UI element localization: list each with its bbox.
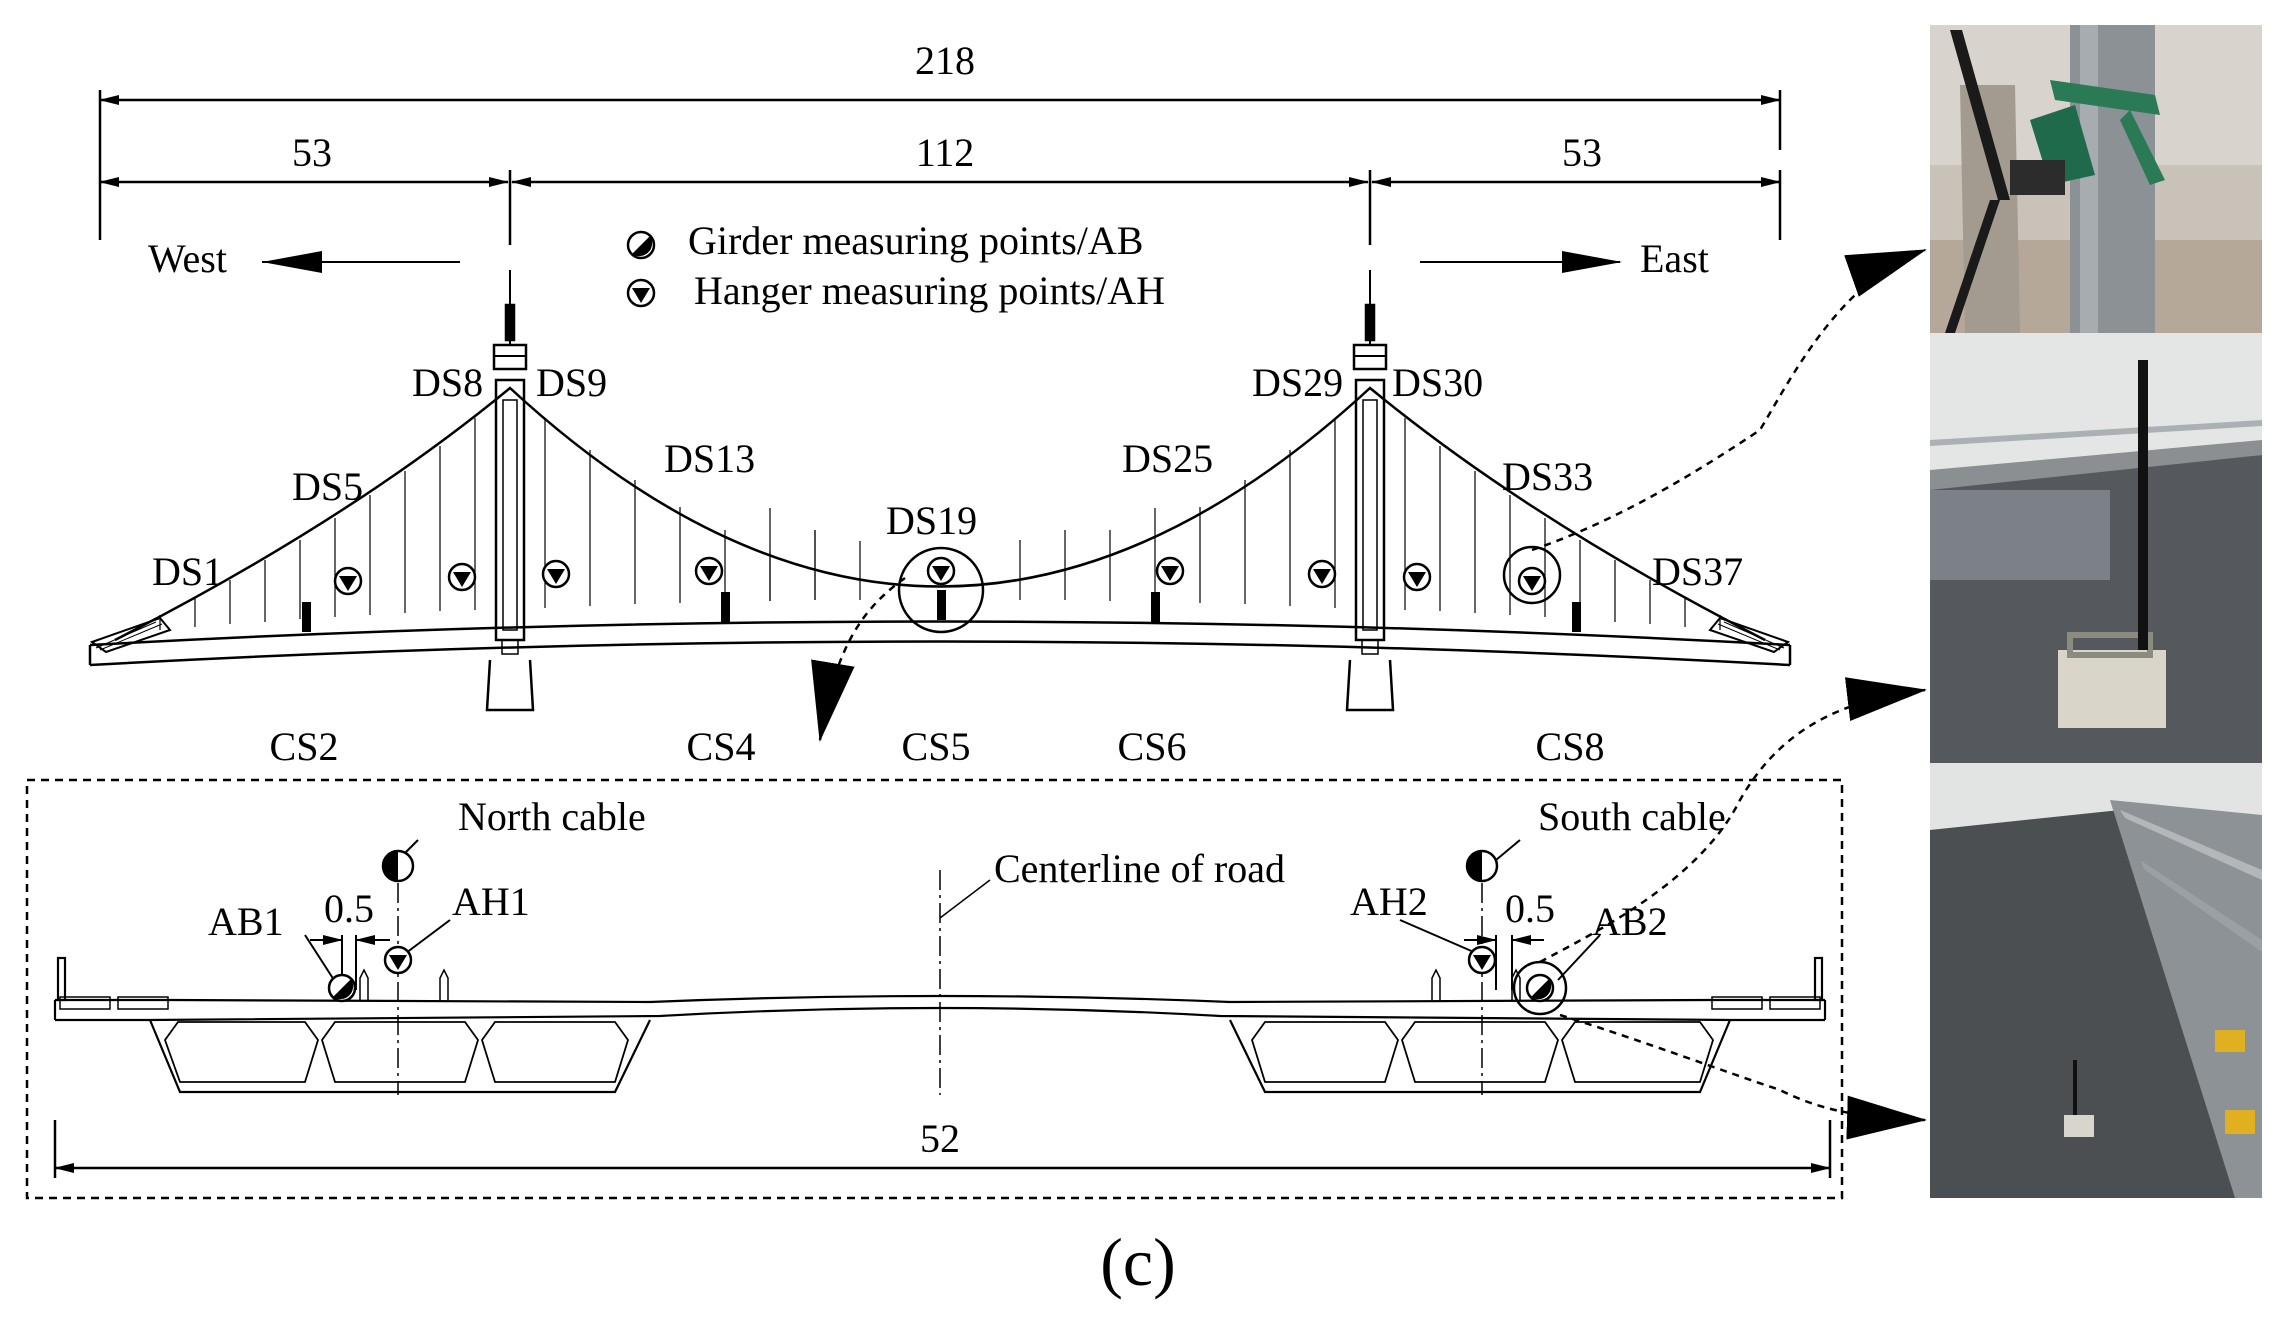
pylon-west — [485, 270, 535, 712]
deck-width-label: 52 — [920, 1116, 960, 1161]
pylon-east — [1345, 270, 1395, 712]
dim-main-span: 112 — [916, 130, 975, 175]
section-label: CS5 — [902, 724, 971, 769]
label-west: West — [148, 236, 227, 281]
photo-girder-sensor — [1930, 763, 2262, 1198]
south-cable-label: South cable — [1538, 794, 1726, 839]
direction-arrows — [262, 251, 1622, 273]
offset-south-label: 0.5 — [1505, 886, 1555, 931]
figure-caption: (c) — [1100, 1224, 1175, 1300]
hanger-label: DS33 — [1502, 454, 1593, 499]
label-east: East — [1640, 236, 1709, 281]
dim-side-span-west: 53 — [292, 130, 332, 175]
ab1-label: AB1 — [208, 899, 284, 944]
photo-wireless-node — [1930, 333, 2262, 763]
ab2-label: AB2 — [1592, 899, 1668, 944]
centerline-label: Centerline of road — [994, 846, 1285, 891]
hanger-label: DS29 — [1252, 360, 1343, 405]
girder-legend-icon — [626, 230, 656, 260]
south-cable-icon — [1465, 849, 1499, 883]
north-cable-icon — [381, 849, 415, 883]
north-cable-label: North cable — [458, 794, 646, 839]
bridge-elevation — [88, 270, 1792, 712]
cross-section-deck — [53, 850, 1827, 1095]
cross-section-frame — [25, 778, 1844, 1200]
connector-arrows — [811, 248, 1927, 1140]
dim-total: 218 — [915, 38, 975, 83]
deck-bottom — [89, 640, 1791, 667]
ab2-icon — [1525, 973, 1555, 1003]
highlight-ds19 — [897, 546, 985, 634]
highlight-ds33 — [1502, 545, 1562, 605]
ah1-label: AH1 — [452, 879, 530, 924]
hanger-label: DS13 — [664, 436, 755, 481]
ab1-icon — [327, 973, 357, 1003]
deck-top — [89, 620, 1791, 647]
hanger-label: DS19 — [886, 498, 977, 543]
girder-sensors — [302, 590, 1581, 632]
offset-north-label: 0.5 — [324, 886, 374, 931]
dimension-lines — [98, 90, 1782, 245]
legend-hanger-label: Hanger measuring points/AH — [694, 268, 1165, 313]
section-label: CS2 — [270, 724, 339, 769]
anchorage-west — [89, 616, 172, 654]
legend — [626, 230, 656, 308]
hanger-label: DS1 — [152, 549, 223, 594]
hanger-label: DS37 — [1652, 549, 1743, 594]
cross-section-sensors — [327, 849, 1555, 1003]
hanger-label: DS8 — [412, 360, 483, 405]
ah2-label: AH2 — [1350, 879, 1428, 924]
section-label: CS8 — [1536, 724, 1605, 769]
ah1-icon — [383, 945, 413, 975]
deck-width-dimension — [53, 1120, 1832, 1178]
photo-hanger-sensor — [1930, 25, 2262, 333]
hanger-label: DS5 — [292, 464, 363, 509]
main-cable — [114, 386, 1766, 642]
hanger-label: DS30 — [1392, 360, 1483, 405]
legend-girder-label: Girder measuring points/AB — [688, 218, 1144, 263]
anchorage-east — [1708, 616, 1791, 654]
section-label: CS6 — [1118, 724, 1187, 769]
dim-side-span-east: 53 — [1562, 130, 1602, 175]
offset-dimensions — [304, 839, 1601, 990]
hanger-legend-icon — [626, 278, 656, 308]
hanger-label: DS25 — [1122, 436, 1213, 481]
hanger-label: DS9 — [536, 360, 607, 405]
section-label: CS4 — [687, 724, 756, 769]
ah2-icon — [1467, 945, 1497, 975]
